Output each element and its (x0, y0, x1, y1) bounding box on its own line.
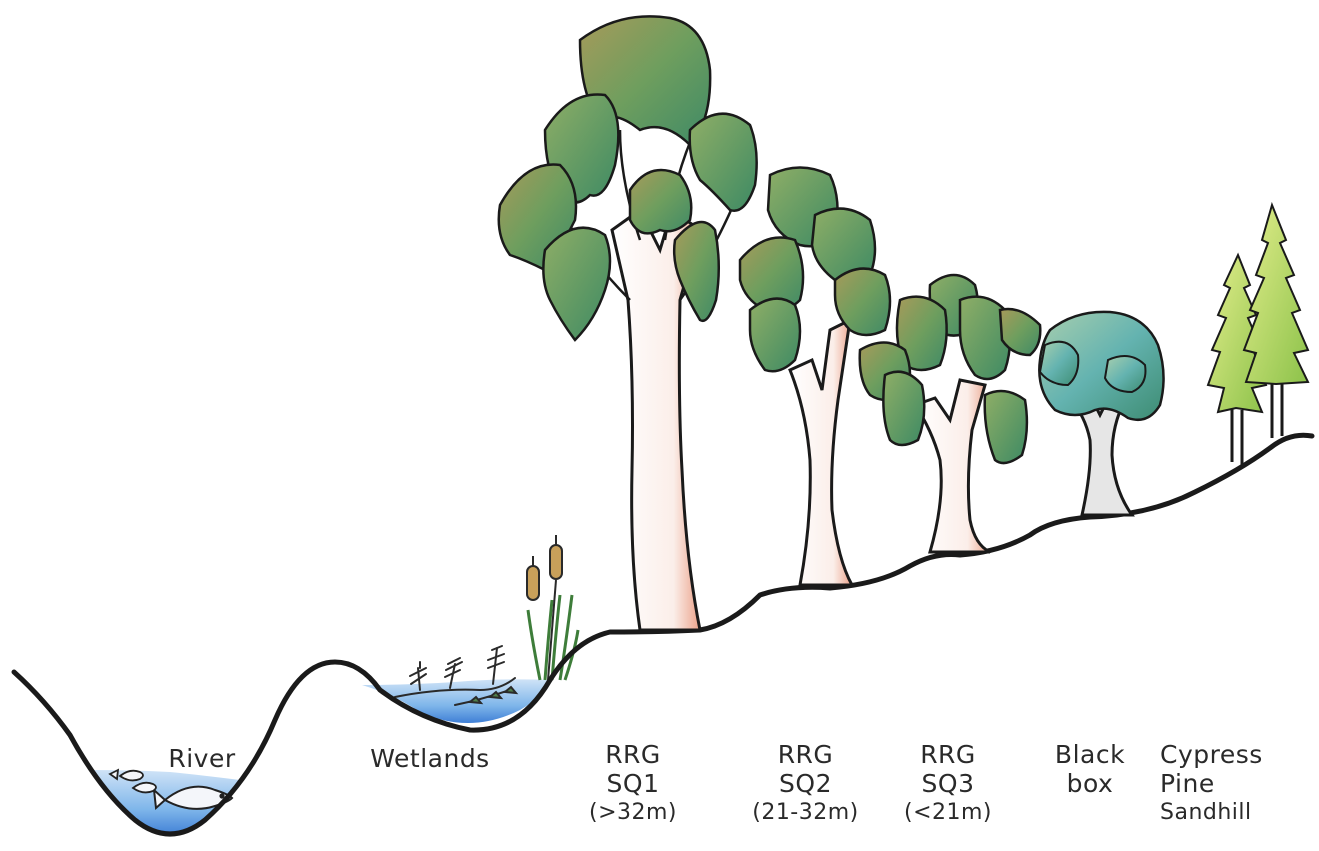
river-label-text: River (168, 744, 235, 773)
wetlands-label: Wetlands (365, 744, 495, 773)
rrg-sq3-line1: RRG (888, 740, 1008, 769)
black-box-tree (1039, 312, 1163, 515)
rrg-sq1-line1: RRG (568, 740, 698, 769)
rrg-sq1-line2: SQ1 (568, 769, 698, 798)
black-box-line1: Black (1040, 740, 1140, 769)
cypress-line3: Sandhill (1160, 798, 1280, 827)
rrg-sq1-tree (499, 16, 757, 630)
black-box-line2: box (1040, 769, 1140, 798)
bulrush-icon (527, 535, 578, 680)
rrg-sq2-line3: (21-32m) (738, 798, 873, 827)
wetland-water (362, 679, 552, 723)
rrg-sq1-line3: (>32m) (568, 798, 698, 827)
river-label: River (162, 744, 242, 773)
cypress-line1: Cypress (1160, 740, 1280, 769)
cypress-pine-trees (1208, 205, 1308, 465)
wetlands-label-text: Wetlands (370, 744, 489, 773)
cypress-line2: Pine (1160, 769, 1280, 798)
rrg-sq3-label: RRG SQ3 (<21m) (888, 740, 1008, 827)
cypress-pine-label: Cypress Pine Sandhill (1160, 740, 1280, 827)
black-box-label: Black box (1040, 740, 1140, 798)
rrg-sq2-label: RRG SQ2 (21-32m) (738, 740, 873, 827)
rrg-sq3-line3: (<21m) (888, 798, 1008, 827)
rrg-sq3-line2: SQ3 (888, 769, 1008, 798)
rrg-sq2-line1: RRG (738, 740, 873, 769)
rrg-sq1-label: RRG SQ1 (>32m) (568, 740, 698, 827)
rrg-sq2-line2: SQ2 (738, 769, 873, 798)
